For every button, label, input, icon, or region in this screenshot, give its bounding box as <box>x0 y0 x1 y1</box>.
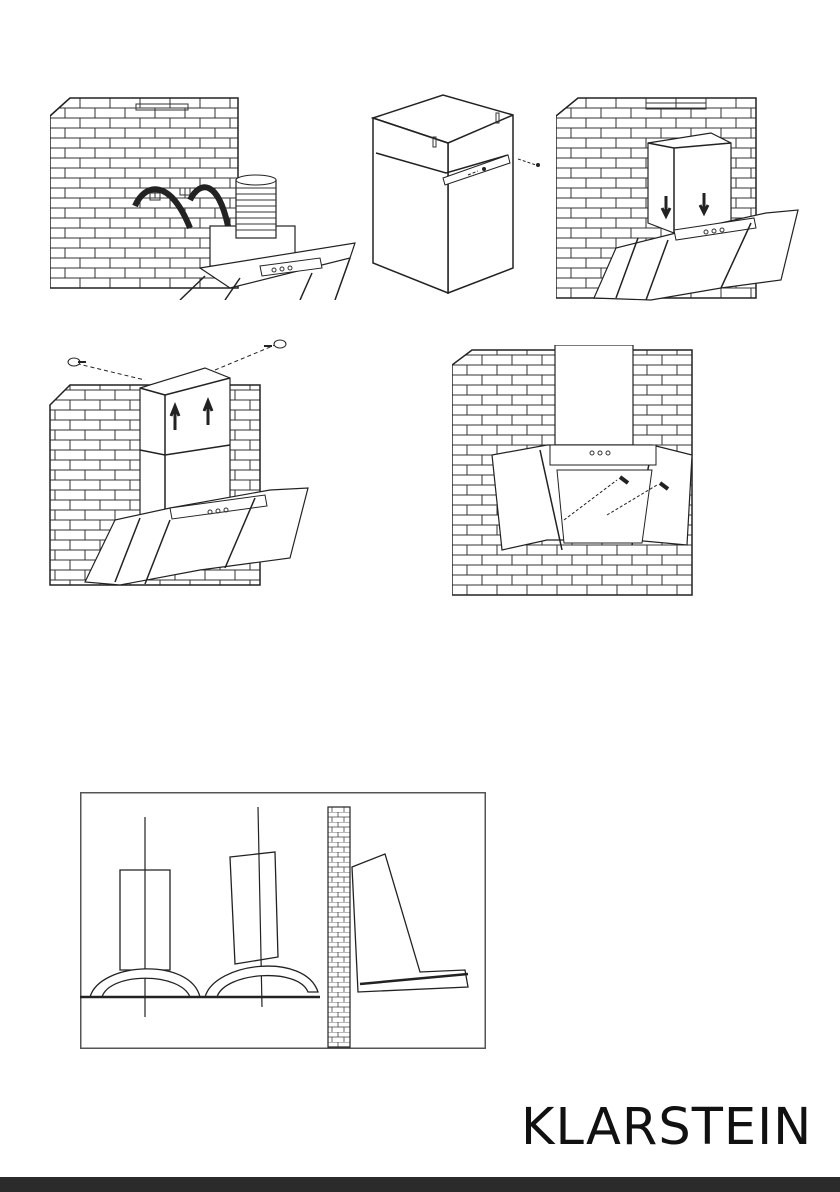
lower-chimney-cover-illustration <box>556 88 800 302</box>
upper-chimney-screws-illustration <box>40 330 340 590</box>
chimney-cover-assembly-illustration <box>368 93 548 303</box>
glass-panel-screws-illustration <box>452 345 697 597</box>
footer-bar <box>0 1177 840 1192</box>
wall-bracket-and-hose-illustration <box>50 88 360 300</box>
brand-logo: KLARSTEIN <box>521 1098 811 1158</box>
hood-alignment-diagram <box>80 792 486 1049</box>
